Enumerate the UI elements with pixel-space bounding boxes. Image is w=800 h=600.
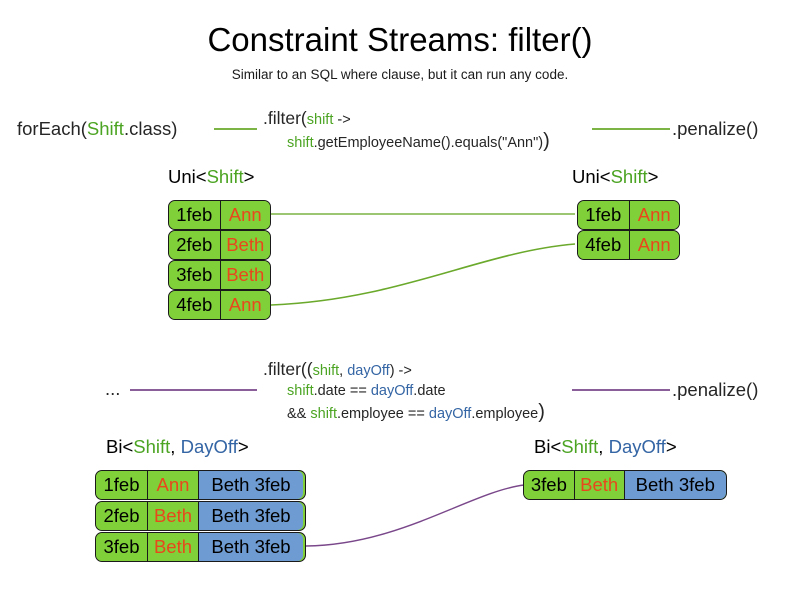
shift-date: 2feb	[169, 231, 221, 259]
foreach-type: Shift	[86, 118, 124, 139]
shift-date: 3feb	[524, 471, 575, 499]
shift-employee: Ann	[629, 231, 679, 259]
shift-date: 4feb	[169, 291, 221, 319]
foreach-prefix: forEach(	[17, 118, 87, 139]
filter1-var-shift: shift	[306, 112, 334, 128]
shift-date: 1feb	[169, 201, 221, 229]
filter2-l2-dayoff: dayOff	[370, 383, 414, 399]
shift-dayoff-pair-card[interactable]: 1feb Ann Beth 3feb	[95, 470, 306, 500]
shift-employee: Beth	[574, 471, 624, 499]
filter2-close-paren: )	[538, 401, 545, 423]
row2-output-stream-type: Bi<Shift, DayOff>	[534, 436, 677, 458]
shift-employee: Ann	[629, 201, 679, 229]
bi-left-type2: DayOff	[180, 436, 238, 457]
filter2-l3-mid: .employee ==	[336, 406, 429, 422]
shift-card[interactable]: 3feb Beth	[168, 260, 271, 290]
dayoff-value: Beth 3feb	[623, 471, 726, 499]
shift-employee: Ann	[220, 201, 270, 229]
shift-employee: Beth	[148, 502, 198, 530]
row2-filter-line1: .filter((shift, dayOff) ->	[263, 358, 412, 382]
shift-date: 3feb	[169, 261, 221, 289]
shift-card-filtered[interactable]: 4feb Ann	[577, 230, 680, 260]
row1-filter-line1: .filter(shift ->	[263, 107, 351, 131]
dayoff-value: Beth 3feb	[198, 533, 303, 561]
bi-right-type1: Shift	[561, 436, 599, 457]
shift-employee: Beth	[148, 533, 198, 561]
shift-employee: Ann	[220, 291, 270, 319]
shift-dayoff-pair-card-filtered[interactable]: 3feb Beth Beth 3feb	[523, 470, 727, 500]
bi-left-sep: ,	[170, 436, 181, 457]
row2-source-label: ...	[105, 378, 121, 399]
shift-date: 2feb	[96, 502, 148, 530]
shift-dayoff-pair-card[interactable]: 2feb Beth Beth 3feb	[95, 501, 306, 531]
shift-date: 1feb	[96, 471, 148, 499]
uni-right-suffix: >	[647, 166, 659, 187]
foreach-suffix: .class)	[123, 118, 178, 139]
bi-right-suffix: >	[665, 436, 677, 457]
wire-bi-3feb	[305, 484, 525, 547]
row2-filter-line3: && shift.employee == dayOff.employee)	[287, 402, 545, 424]
filter1-prefix: .filter(	[263, 108, 307, 128]
filter1-arrow: ->	[333, 112, 351, 128]
shift-card[interactable]: 1feb Ann	[168, 200, 271, 230]
filter1-close-paren: )	[543, 130, 550, 152]
shift-employee: Beth	[220, 261, 270, 289]
filter2-l2-end: .date	[413, 383, 446, 399]
row1-filter-line2: shift.getEmployeeName().equals("Ann"))	[287, 131, 550, 153]
filter2-l2-shift: shift	[287, 383, 314, 399]
shift-date: 1feb	[578, 201, 630, 229]
uni-right-prefix: Uni<	[572, 166, 611, 187]
row1-input-stream-type: Uni<Shift>	[168, 166, 254, 188]
filter2-var-sep: ,	[339, 363, 348, 379]
shift-card[interactable]: 4feb Ann	[168, 290, 271, 320]
filter2-l3-dayoff: dayOff	[428, 406, 472, 422]
bi-left-prefix: Bi<	[106, 436, 134, 457]
filter2-l2-mid: .date ==	[313, 383, 371, 399]
shift-date: 4feb	[578, 231, 630, 259]
row1-source-label: forEach(Shift.class)	[17, 118, 177, 140]
uni-left-type: Shift	[206, 166, 244, 187]
shift-card[interactable]: 2feb Beth	[168, 230, 271, 260]
uni-left-suffix: >	[243, 166, 255, 187]
filter2-l3-amp: &&	[287, 406, 311, 422]
row2-input-stream-type: Bi<Shift, DayOff>	[106, 436, 249, 458]
bi-left-suffix: >	[237, 436, 249, 457]
row1-output-stream-type: Uni<Shift>	[572, 166, 658, 188]
shift-dayoff-pair-card[interactable]: 3feb Beth Beth 3feb	[95, 532, 306, 562]
shift-date: 3feb	[96, 533, 148, 561]
page-subtitle: Similar to an SQL where clause, but it c…	[231, 67, 569, 82]
filter2-prefix: .filter((	[263, 359, 313, 379]
dayoff-value: Beth 3feb	[198, 502, 303, 530]
filter2-var-shift: shift	[312, 363, 340, 379]
bi-right-type2: DayOff	[608, 436, 666, 457]
filter1-body-var: shift	[287, 135, 314, 151]
bi-right-prefix: Bi<	[534, 436, 562, 457]
bi-left-type1: Shift	[133, 436, 171, 457]
shift-employee: Ann	[148, 471, 198, 499]
filter2-arrow: ) ->	[389, 363, 412, 379]
shift-employee: Beth	[220, 231, 270, 259]
filter2-l3-shift: shift	[310, 406, 337, 422]
bi-right-sep: ,	[598, 436, 609, 457]
wire-shift-4feb	[270, 243, 576, 306]
dayoff-value: Beth 3feb	[198, 471, 303, 499]
uni-left-prefix: Uni<	[168, 166, 207, 187]
filter1-body-expr: .getEmployeeName().equals("Ann")	[313, 135, 544, 151]
row2-filter-line2: shift.date == dayOff.date	[287, 381, 446, 401]
row2-sink-label: .penalize()	[672, 379, 759, 400]
filter2-var-dayoff: dayOff	[347, 363, 390, 379]
filter2-l3-end: .employee	[471, 406, 539, 422]
row1-sink-label: .penalize()	[672, 118, 759, 139]
shift-card-filtered[interactable]: 1feb Ann	[577, 200, 680, 230]
page-title: Constraint Streams: filter()	[207, 21, 593, 58]
uni-right-type: Shift	[610, 166, 648, 187]
